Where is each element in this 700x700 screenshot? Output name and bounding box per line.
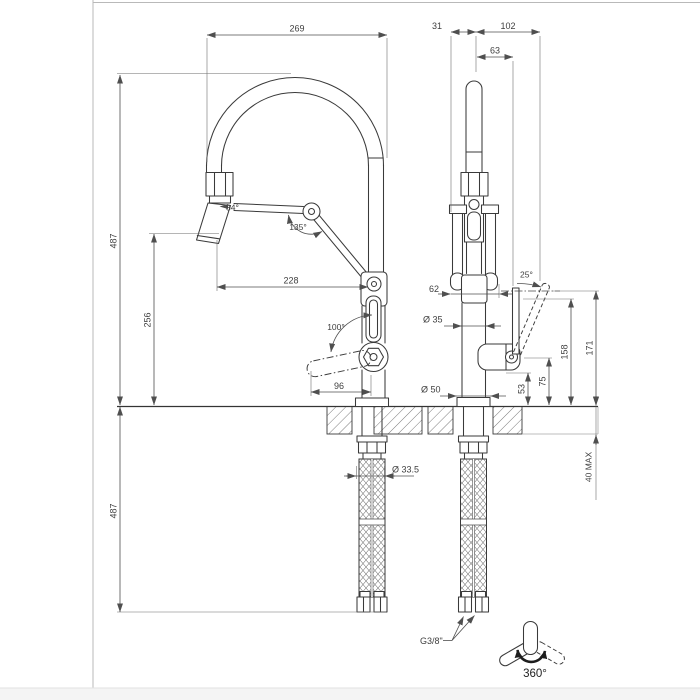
dim-overall-height-label: 171 [585, 340, 595, 355]
countertop [117, 405, 599, 435]
dim-body-diameter-label: Ø 35 [423, 315, 443, 325]
dim-base-diameter-label: Ø 50 [421, 385, 441, 395]
dim-lever-height-label: 158 [560, 344, 570, 359]
hose-connection-callout: G3/8" [420, 615, 475, 646]
dim-hose-length-label: 487 [109, 503, 119, 518]
angle-spray-head-label: 84° [226, 203, 239, 213]
swivel-symbol: 360° [499, 620, 565, 680]
support-arm-front [233, 202, 378, 291]
dim-lever-reach-label: 96 [334, 381, 344, 391]
dim-depth-label: 102 [500, 21, 515, 31]
dim-outlet-height-label: 75 [538, 376, 548, 386]
swivel-rotation-label: 360° [523, 668, 547, 680]
gooseneck-spout [205, 76, 385, 274]
dim-lever-offset-label: 63 [490, 46, 500, 56]
dim-deck-thickness-label: 40 MAX [584, 452, 594, 483]
body-column-side [456, 274, 521, 408]
dim-spout-height-label: 53 [517, 384, 527, 394]
dim-arm-width-label: 62 [429, 284, 439, 294]
rotation-arrow [514, 649, 548, 664]
dim-arm-reach-label: 228 [283, 276, 298, 286]
front-view [195, 76, 390, 408]
angle-elbow-label: 135° [289, 222, 307, 232]
spray-column-side [460, 80, 489, 243]
swivel-grip [522, 620, 539, 656]
riser-column-front [354, 271, 390, 408]
front-view-dimensions: 269 487 256 228 96 487 Ø 33.5 84° 135° 1… [109, 24, 419, 613]
supply-hoses-side [457, 406, 490, 613]
dim-height-above-deck-label: 487 [109, 233, 119, 248]
angle-lever-swing-label: 100° [327, 322, 345, 332]
spray-head-front [195, 171, 234, 245]
angle-lever-tilt-label: 25° [520, 270, 533, 280]
supply-hoses-front [356, 406, 388, 613]
dim-hole-diameter-label: Ø 33.5 [392, 465, 419, 475]
dim-offset-label: 31 [432, 21, 442, 31]
hose-connection-label: G3/8" [420, 636, 443, 646]
side-view [448, 80, 560, 408]
side-view-dimensions: 31 102 63 62 Ø 35 Ø 50 25° 53 75 158 171… [421, 21, 599, 500]
dim-spout-reach-label: 269 [289, 24, 304, 34]
dim-spray-outlet-height-label: 256 [143, 312, 153, 327]
